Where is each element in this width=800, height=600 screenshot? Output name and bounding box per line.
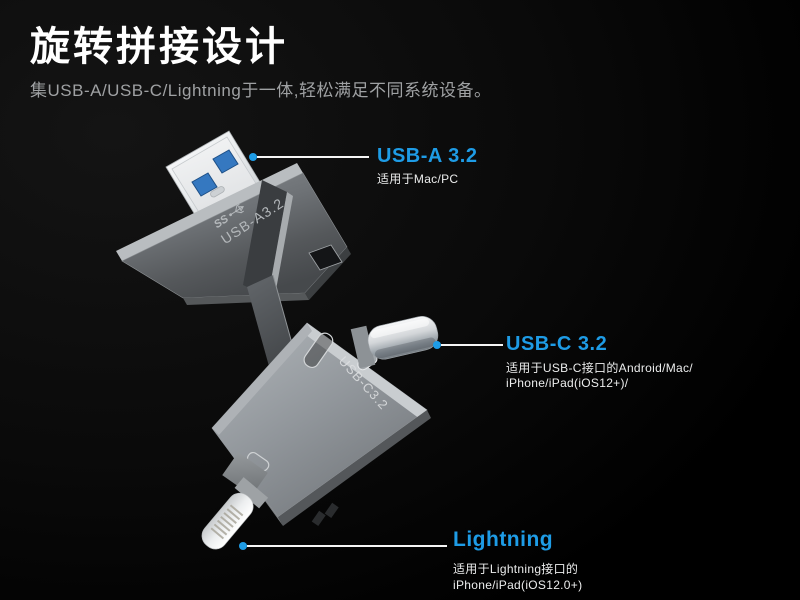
page-subtitle: 集USB-A/USB-C/Lightning于一体,轻松满足不同系统设备。 — [30, 81, 492, 100]
callout-dot — [239, 542, 247, 550]
loop-slot — [303, 332, 334, 369]
vent-hole — [311, 510, 326, 527]
callout-dot — [433, 341, 441, 349]
usb-a-blue-tab — [191, 172, 218, 197]
callout-label: USB-C 3.2 — [506, 333, 608, 355]
drive-body-upper: SS USB-A3.2 — [116, 163, 351, 395]
callout-description-line: iPhone/iPad(iOS12.0+) — [453, 578, 583, 592]
callout-description: 适用于Mac/PC — [377, 172, 459, 186]
callout-description: 适用于Lightning接口的 iPhone/iPad(iOS12.0+) — [453, 561, 582, 593]
callout-description: 适用于USB-C接口的Android/Mac/ iPhone/iPad(iOS1… — [506, 361, 693, 391]
page-title: 旋转拼接设计 — [30, 25, 288, 69]
keychain-hole — [308, 244, 343, 271]
callout-dot — [249, 153, 257, 161]
vent-hole — [324, 502, 339, 519]
usb-a-blue-tab — [212, 149, 239, 174]
leader-line — [247, 545, 447, 547]
leader-line — [257, 156, 369, 158]
callout-description-line: 适用于USB-C接口的Android/Mac/ — [506, 361, 693, 375]
leader-line — [441, 344, 503, 346]
callout-label: Lightning — [453, 528, 554, 551]
callout-description-line: iPhone/iPad(iOS12+)/ — [506, 376, 629, 390]
usb-c-connector — [350, 316, 439, 369]
lightning-connector — [201, 477, 269, 550]
callout-label: USB-A 3.2 — [377, 145, 478, 167]
callout-description-line: 适用于Lightning接口的 — [453, 562, 579, 576]
